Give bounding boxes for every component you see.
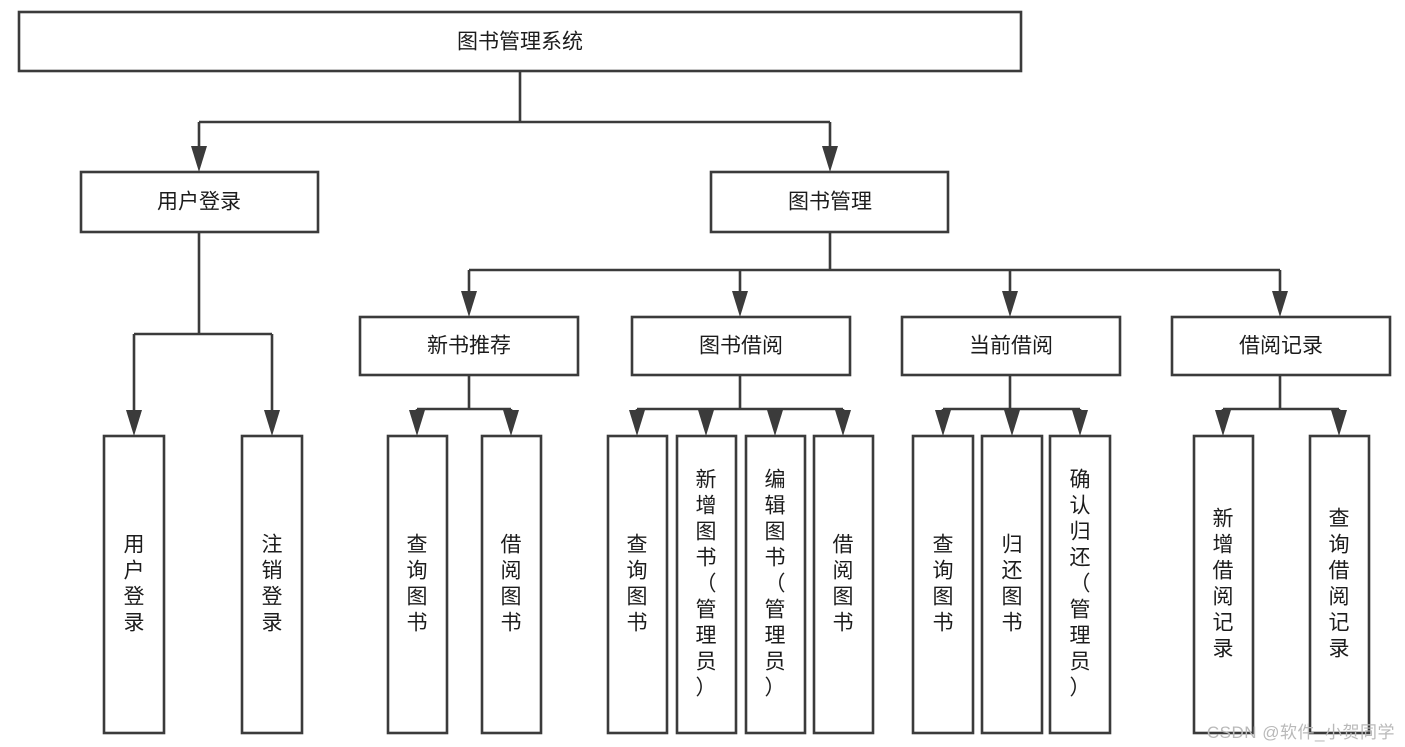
node-root-box bbox=[17, 10, 1023, 73]
node-borrow-record[interactable]: 借阅记录 bbox=[1170, 315, 1392, 377]
arrowhead-current-leaf-3 bbox=[1072, 410, 1088, 436]
arrowhead-borrow-leaf-2 bbox=[698, 410, 714, 436]
arrowhead-borrow-leaf-4 bbox=[835, 410, 851, 436]
leaf-box bbox=[1192, 434, 1255, 735]
leaf-user-login-0[interactable]: 用户登录 bbox=[102, 434, 166, 735]
leaf-box bbox=[911, 434, 975, 735]
arrowhead-record-leaf-1 bbox=[1215, 410, 1231, 436]
leaf-book-borrow-2[interactable]: 编辑图书（管理员） bbox=[744, 434, 807, 735]
node-current-borrow-label: 当前借阅 bbox=[969, 335, 1053, 358]
csdn-watermark: CSDN @软件_小贺同学 bbox=[1206, 723, 1395, 742]
leaf-label: 编辑图书（管理员） bbox=[765, 468, 786, 699]
node-book-borrow[interactable]: 图书借阅 bbox=[630, 315, 852, 377]
node-book-management[interactable]: 图书管理 bbox=[709, 170, 950, 234]
arrowhead-root-to-login bbox=[191, 146, 207, 172]
leaf-label: 注销登录 bbox=[262, 533, 283, 634]
arrowhead-recommend-leaf-2 bbox=[503, 410, 519, 436]
leaf-label: 借阅图书 bbox=[833, 533, 854, 634]
leaf-box bbox=[1308, 434, 1371, 735]
leaf-new-book-recommend-1[interactable]: 借阅图书 bbox=[480, 434, 543, 735]
node-book-borrow-label: 图书借阅 bbox=[699, 335, 783, 358]
leaf-box bbox=[1048, 434, 1112, 735]
node-new-book-recommend[interactable]: 新书推荐 bbox=[358, 315, 580, 377]
leaf-box bbox=[812, 434, 875, 735]
arrowhead-current-leaf-1 bbox=[935, 410, 951, 436]
node-borrow-record-label: 借阅记录 bbox=[1239, 335, 1323, 358]
leaf-label: 查询借阅记录 bbox=[1329, 507, 1350, 660]
arrowhead-borrow-leaf-3 bbox=[767, 410, 783, 436]
arrowhead-bookmgmt-l2-1 bbox=[461, 291, 477, 317]
node-book-borrow-box bbox=[630, 315, 852, 377]
arrowhead-bookmgmt-l2-3 bbox=[1002, 291, 1018, 317]
leaf-box bbox=[386, 434, 449, 735]
leaf-label: 查询图书 bbox=[407, 533, 428, 634]
arrowhead-root-to-bookmgmt bbox=[822, 146, 838, 172]
leaf-current-borrow-0[interactable]: 查询图书 bbox=[911, 434, 975, 735]
leaf-label: 新增图书（管理员） bbox=[696, 468, 717, 699]
leaf-box bbox=[980, 434, 1044, 735]
leaf-box bbox=[744, 434, 807, 735]
leaf-label: 新增借阅记录 bbox=[1213, 507, 1234, 660]
arrowhead-record-leaf-2 bbox=[1331, 410, 1347, 436]
arrowhead-login-leaf-1 bbox=[126, 410, 142, 436]
leaf-book-borrow-1[interactable]: 新增图书（管理员） bbox=[675, 434, 738, 735]
node-current-borrow[interactable]: 当前借阅 bbox=[900, 315, 1122, 377]
leaf-user-login-1[interactable]: 注销登录 bbox=[240, 434, 304, 735]
leaf-label: 查询图书 bbox=[627, 533, 648, 634]
node-book-management-box bbox=[709, 170, 950, 234]
node-user-login-label: 用户登录 bbox=[157, 191, 241, 214]
arrowhead-recommend-leaf-1 bbox=[409, 410, 425, 436]
leaf-borrow-record-1[interactable]: 查询借阅记录 bbox=[1308, 434, 1371, 735]
arrowhead-current-leaf-2 bbox=[1004, 410, 1020, 436]
leaf-current-borrow-2[interactable]: 确认归还（管理员） bbox=[1048, 434, 1112, 735]
leaf-book-borrow-0[interactable]: 查询图书 bbox=[606, 434, 669, 735]
leaf-label: 借阅图书 bbox=[501, 533, 522, 634]
node-user-login[interactable]: 用户登录 bbox=[79, 170, 320, 234]
leaf-label: 归还图书 bbox=[1002, 533, 1023, 634]
leaf-borrow-record-0[interactable]: 新增借阅记录 bbox=[1192, 434, 1255, 735]
leaf-current-borrow-1[interactable]: 归还图书 bbox=[980, 434, 1044, 735]
arrowhead-bookmgmt-l2-2 bbox=[732, 291, 748, 317]
node-new-book-recommend-label: 新书推荐 bbox=[427, 335, 511, 358]
leaf-box bbox=[606, 434, 669, 735]
connector-layer bbox=[126, 71, 1347, 436]
node-user-login-box bbox=[79, 170, 320, 234]
node-root-label: 图书管理系统 bbox=[457, 31, 583, 54]
node-book-management-label: 图书管理 bbox=[788, 191, 872, 214]
leaf-new-book-recommend-0[interactable]: 查询图书 bbox=[386, 434, 449, 735]
leaf-label: 查询图书 bbox=[933, 533, 954, 634]
leaf-box bbox=[675, 434, 738, 735]
leaf-box bbox=[480, 434, 543, 735]
arrowhead-borrow-leaf-1 bbox=[629, 410, 645, 436]
leaf-box bbox=[240, 434, 304, 735]
node-current-borrow-box bbox=[900, 315, 1122, 377]
leaf-label: 用户登录 bbox=[124, 533, 145, 634]
leaf-box bbox=[102, 434, 166, 735]
node-new-book-recommend-box bbox=[358, 315, 580, 377]
arrowhead-bookmgmt-l2-4 bbox=[1272, 291, 1288, 317]
leaf-label: 确认归还（管理员） bbox=[1070, 468, 1091, 699]
node-root-system[interactable]: 图书管理系统 bbox=[17, 10, 1023, 73]
node-borrow-record-box bbox=[1170, 315, 1392, 377]
arrowhead-login-leaf-2 bbox=[264, 410, 280, 436]
leaf-book-borrow-3[interactable]: 借阅图书 bbox=[812, 434, 875, 735]
